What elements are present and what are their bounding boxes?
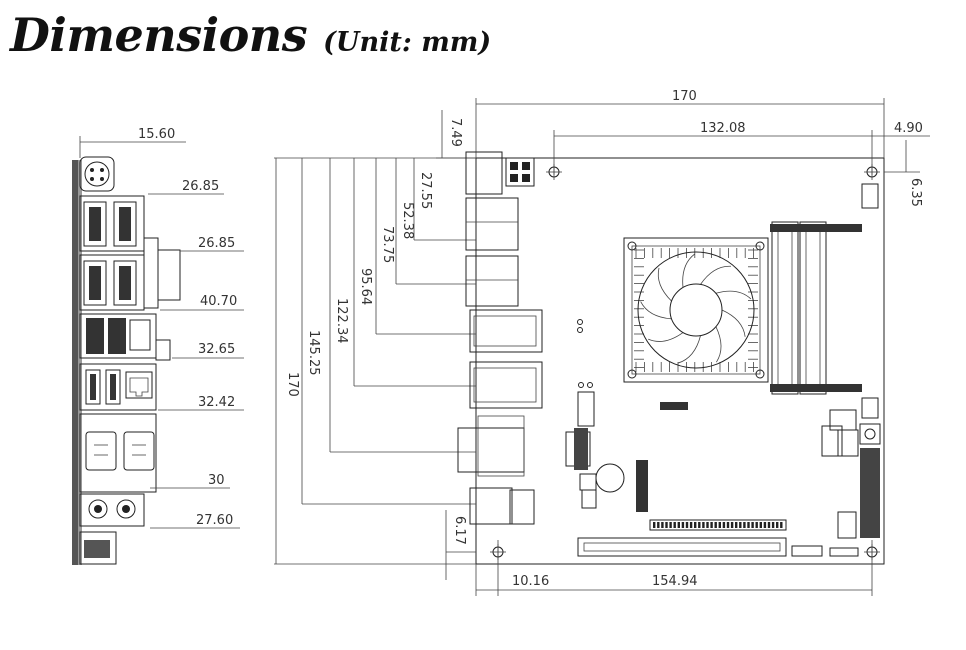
hdmi-port-icon [119,207,131,241]
io-usb-lan-2 [469,361,543,409]
fan-blade [700,265,731,285]
atx-power-connector [505,157,535,187]
top-view: 170 145.25 122.34 95.64 73.75 52.38 27.5… [274,89,930,596]
usb-lan-block-2 [79,363,157,411]
dim-label: 170 [285,372,300,397]
dim-label: 30 [208,473,225,488]
page-title: Dimensions [10,8,308,62]
so-dimm-slot [771,221,799,395]
pcb-edge [72,160,78,565]
audio-jack-icon [88,499,108,519]
dim-label: 52.38 [400,202,415,239]
cmos-battery [595,463,625,493]
gpio-header [860,448,880,538]
power-connector-outline [79,156,115,192]
usb-lan-block [79,313,157,359]
mounting-hole [490,544,506,560]
fan-blade [715,326,722,363]
header-strip [660,402,688,410]
dim-label: 6.17 [452,516,467,545]
pin-header-long [649,519,787,531]
m2-slot [636,460,648,512]
io-hdmi-bottom [465,255,519,307]
dim-label: 73.75 [380,226,395,263]
dim-label: 170 [672,89,697,104]
hdmi-port-icon [119,266,131,300]
fan-hub [669,283,723,337]
dim-label: 26.85 [198,236,235,251]
dim-label: 26.85 [182,179,219,194]
hdmi-port-icon [89,266,101,300]
fan-blade [640,301,672,320]
io-usb-lan-1 [469,309,543,353]
com-port-block [79,413,157,493]
dim-label: 122.34 [334,298,349,344]
lan-port-icon [129,319,151,351]
dim-label: 10.16 [512,574,549,589]
hdmi-port-icon [89,207,101,241]
mounting-hole [546,164,562,180]
dim-label: 32.42 [198,395,235,410]
side-view: 15.60 26.85 26.85 40.70 32.65 32.42 30 2… [72,127,244,565]
cooling-fan [637,251,755,369]
fan-blade [721,309,746,337]
usb-port-icon [108,318,126,354]
fan-blades [640,253,752,364]
dim-label: 6.35 [908,178,923,207]
dim-label: 32.65 [198,342,235,357]
header-block [821,425,843,457]
fan-blade [677,335,701,364]
mounting-hole [864,164,880,180]
dim-label: 154.94 [652,574,698,589]
dim-label: 145.25 [306,330,321,376]
usb-port-icon [86,318,104,354]
power-connector [84,161,110,187]
io-audio [469,487,513,525]
usb-port-icon [105,369,121,405]
header-block [829,409,857,431]
power-jack [465,151,503,195]
fan-header [861,183,879,209]
audio-block [79,493,145,527]
board-outline [475,157,885,565]
lan-port-icon [125,371,153,399]
dim-label: 132.08 [700,121,746,136]
usb-port-icon [85,369,101,405]
com-port-icon [123,431,155,471]
dim-label: 15.60 [138,127,175,142]
audio-jack-icon [116,499,136,519]
fan-blade [648,332,684,342]
hdmi-stack-1 [79,195,145,252]
dim-label: 27.60 [196,513,233,528]
io-com [457,427,525,473]
dim-label: 40.70 [200,294,237,309]
dim-label: 4.90 [894,121,923,136]
title-block: Dimensions (Unit: mm) [10,8,491,62]
mounting-hole [864,544,880,560]
fan-blade [682,253,695,288]
io-hdmi-top [465,197,519,251]
fan-blade [657,267,672,302]
unit-note: (Unit: mm) [323,27,492,58]
so-dimm-slot [799,221,827,395]
fan-blade [715,290,752,300]
heatsink-fins [634,248,758,372]
header-block [837,429,859,457]
dim-label: 95.64 [358,268,373,305]
dim-label: 7.49 [448,118,463,147]
dim-label: 27.55 [418,172,433,209]
com-port-icon [85,431,117,471]
cpu-heatsink [623,237,769,383]
ic-chip [577,391,595,427]
pcie-slot [577,537,787,557]
